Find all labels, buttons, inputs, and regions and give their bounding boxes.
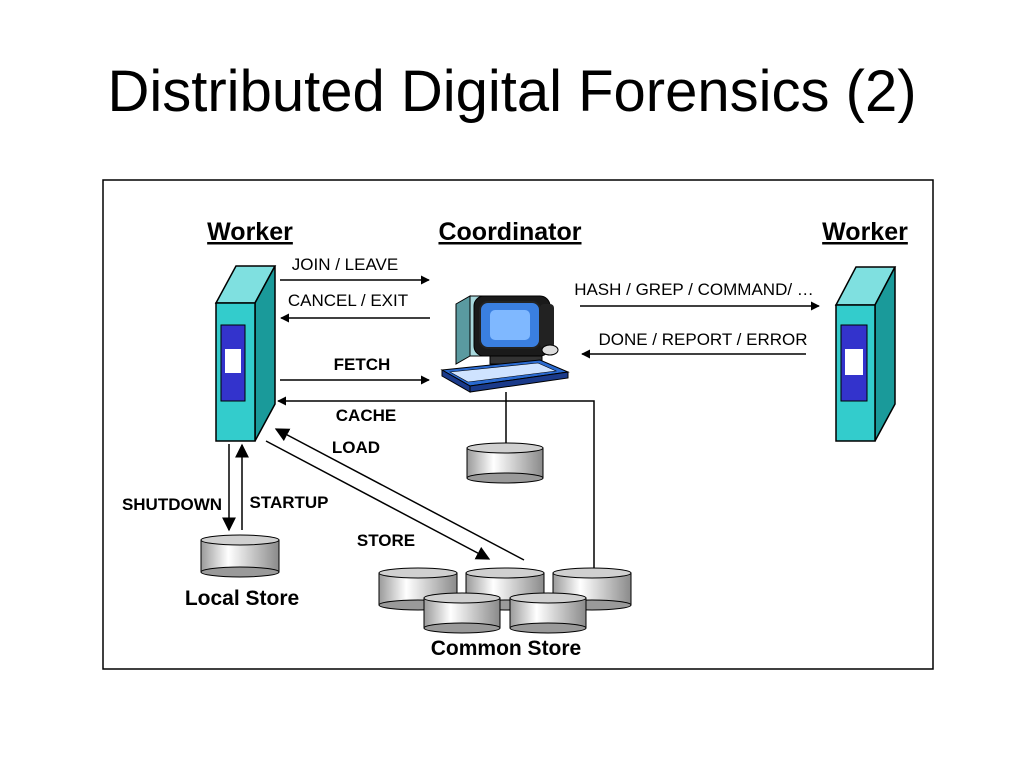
load-label: LOAD [332,438,380,457]
cancel-exit-label: CANCEL / EXIT [288,291,408,310]
worker-left-server-icon [214,265,277,442]
common-store-label: Common Store [431,637,582,660]
store-label: STORE [357,531,415,550]
coordinator-computer-icon [440,295,570,393]
cache-arrow [277,396,595,568]
startup-label: STARTUP [249,493,328,512]
fetch-label: FETCH [334,355,391,374]
load-arrow [274,428,525,561]
done-report-label: DONE / REPORT / ERROR [598,330,807,349]
common-store-disks-icon [378,567,632,634]
join-leave-label: JOIN / LEAVE [292,255,398,274]
coordinator-disk-icon [466,442,544,484]
cache-label: CACHE [336,406,396,425]
store-arrow [265,440,491,560]
worker-left-title: Worker [207,218,293,246]
local-store-disk-icon [200,534,280,578]
coordinator-title: Coordinator [438,218,581,246]
worker-right-server-icon [834,266,897,442]
slide-title: Distributed Digital Forensics (2) [107,59,917,124]
shutdown-label: SHUTDOWN [122,495,222,514]
worker-right-title: Worker [822,218,908,246]
local-store-label: Local Store [185,587,299,610]
hash-grep-label: HASH / GREP / COMMAND/ … [574,280,814,299]
